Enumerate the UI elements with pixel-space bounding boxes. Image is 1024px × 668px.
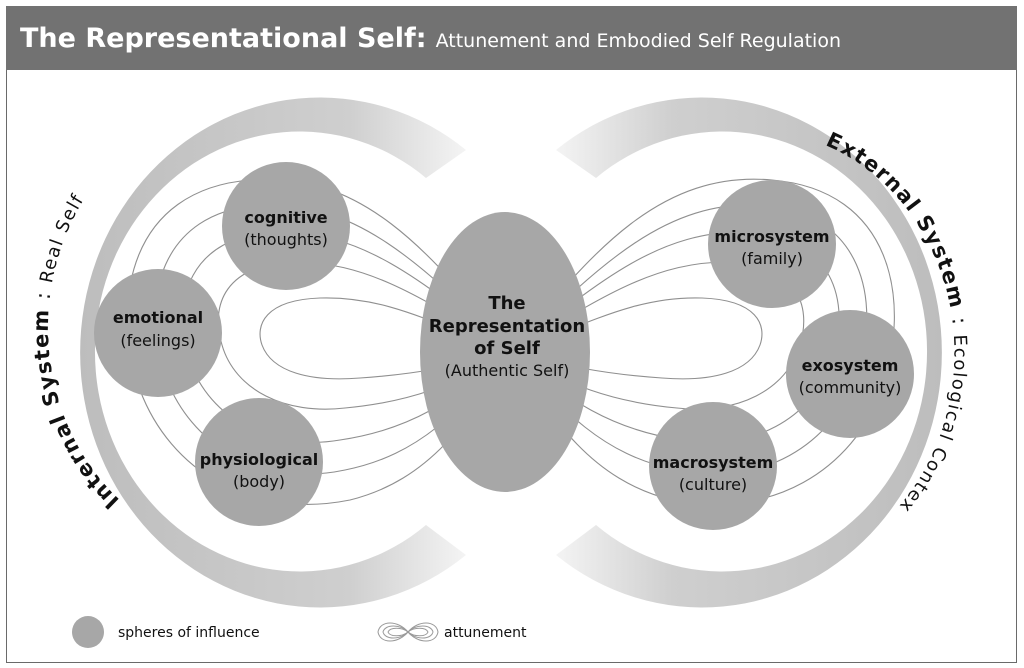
sphere-exosystem-sub: (community): [799, 378, 902, 397]
title-subtitle: Attunement and Embodied Self Regulation: [435, 30, 842, 52]
sphere-physiological: physiological (body): [195, 398, 323, 526]
sphere-microsystem-sub: (family): [741, 249, 803, 268]
legend: spheres of influence attunement: [72, 616, 527, 648]
sphere-macrosystem-sub: (culture): [679, 475, 747, 494]
sphere-macrosystem-name: macrosystem: [653, 453, 773, 472]
sphere-exosystem: exosystem (community): [786, 310, 914, 438]
sphere-macrosystem: macrosystem (culture): [649, 402, 777, 530]
internal-system-arc: [80, 97, 466, 608]
sphere-physiological-sub: (body): [233, 472, 285, 491]
center-line1: The: [488, 293, 525, 314]
sphere-physiological-name: physiological: [200, 450, 318, 469]
legend-spheres-label: spheres of influence: [118, 625, 260, 641]
legend-attunement-label: attunement: [444, 625, 527, 641]
title-bar: The Representational Self: Attunement an…: [6, 6, 1017, 70]
sphere-microsystem: microsystem (family): [708, 180, 836, 308]
sphere-exosystem-name: exosystem: [802, 356, 899, 375]
external-system-arc: [556, 97, 942, 608]
sphere-emotional-name: emotional: [113, 308, 203, 327]
sphere-microsystem-name: microsystem: [714, 227, 829, 246]
sphere-cognitive-sub: (thoughts): [244, 230, 328, 249]
title-main: The Representational Self:: [20, 23, 427, 54]
sphere-cognitive: cognitive (thoughts): [222, 162, 350, 290]
external-system-separator: :: [946, 307, 973, 335]
representation-of-self-node: The Representation of Self (Authentic Se…: [420, 212, 590, 492]
internal-system-subtitle: Real Self: [36, 190, 89, 285]
legend-attunement-icon: [377, 622, 439, 642]
legend-sphere-icon: [72, 616, 104, 648]
center-line3: of Self: [474, 338, 540, 359]
page-title: The Representational Self: Attunement an…: [20, 23, 841, 54]
sphere-emotional: emotional (feelings): [94, 269, 222, 397]
internal-system-separator: :: [30, 281, 57, 309]
center-line2: Representation: [429, 316, 585, 337]
sphere-emotional-sub: (feelings): [120, 331, 195, 350]
sphere-cognitive-name: cognitive: [244, 208, 327, 227]
center-line4: (Authentic Self): [445, 361, 570, 380]
